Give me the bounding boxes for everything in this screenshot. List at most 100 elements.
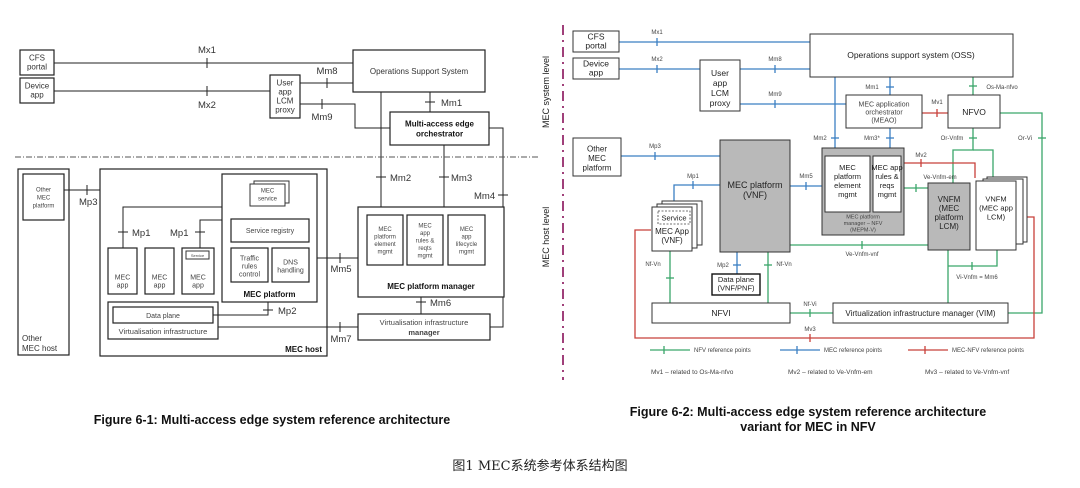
nf-vi-label: Nf-Vi xyxy=(803,302,816,308)
user-app-lcm-proxy-box xyxy=(269,74,301,119)
nf-vn-right-label: Nf-Vn xyxy=(776,262,791,268)
label-line: Multi-access edge xyxy=(405,120,474,129)
virtualisation-infrastructure-label: Virtualisation infrastructure xyxy=(119,327,208,336)
other-mec-platform-box xyxy=(22,173,65,221)
label-line: mgmt xyxy=(459,250,474,256)
label-line: rules & xyxy=(416,238,435,244)
dns-handling-box xyxy=(271,247,310,283)
label-line: app xyxy=(420,231,431,237)
mp2-label: Mp2 xyxy=(278,306,296,317)
mp1-link xyxy=(673,184,720,207)
label-line: mgmt xyxy=(838,190,858,199)
or-vnfm-link xyxy=(952,128,974,183)
mm9-label: Mm9 xyxy=(768,92,782,98)
label-line: mgmt xyxy=(878,190,898,199)
label-line: MEC xyxy=(460,227,474,233)
label-line: (VNF/PNF) xyxy=(717,283,755,292)
label-line: handling xyxy=(277,267,304,274)
or-vi-link xyxy=(1000,112,1043,314)
or-vi-label: Or-Vi xyxy=(1018,136,1032,142)
mp2-label: Mp2 xyxy=(717,263,729,269)
mm5-label: Mm5 xyxy=(799,174,813,180)
legend-mec-label: MEC reference points xyxy=(824,348,882,354)
figure-6-2-caption-line-2: variant for MEC in NFV xyxy=(740,420,876,434)
mx1-label: Mx1 xyxy=(198,45,216,56)
label-line: app xyxy=(461,235,472,241)
label-line: MEC App xyxy=(655,227,689,236)
label-line: platform xyxy=(935,213,964,222)
mepm-lifecycle-mgmt-box xyxy=(447,214,486,266)
mx2-label: Mx2 xyxy=(198,100,216,111)
label-line: reqs xyxy=(880,181,895,190)
label-line: app xyxy=(589,68,603,78)
label-line: MEC host xyxy=(22,344,58,353)
label-line: MEC xyxy=(588,154,606,163)
label-line: CFS xyxy=(29,54,45,63)
service-registry-box xyxy=(230,218,310,243)
mm3-label: Mm3* xyxy=(864,136,880,142)
mm2-label: Mm2 xyxy=(813,136,827,142)
label-line: MEC xyxy=(190,274,206,281)
label-line: app xyxy=(192,282,204,289)
service-box xyxy=(657,210,691,225)
mp1-right-link xyxy=(199,219,222,252)
vim-manager-label-1: Virtualisation infrastructure xyxy=(380,318,469,327)
legend-mec-nfv-label: MEC-NFV reference points xyxy=(952,348,1024,354)
mec-platform-vnf-box xyxy=(719,139,791,253)
mec-app-box xyxy=(144,247,175,295)
label-line: MEC xyxy=(152,274,168,281)
label-line: LCM xyxy=(277,97,294,106)
label-line: mgmt xyxy=(378,250,393,256)
label-line: rules xyxy=(242,263,258,270)
mp3-label: Mp3 xyxy=(649,144,661,150)
label-line: proxy xyxy=(275,106,295,115)
mec-host-label: MEC host xyxy=(285,345,322,354)
label-line: LCM) xyxy=(987,213,1006,222)
label-line: platform xyxy=(834,172,861,181)
mv1-label: Mv1 xyxy=(931,100,943,106)
mm4-label: Mm4 xyxy=(474,191,495,202)
mx1-label: Mx1 xyxy=(651,30,663,36)
label-line: portal xyxy=(27,63,47,72)
nfvo-label: NFVO xyxy=(962,107,986,117)
mp1-left-label: Mp1 xyxy=(132,228,150,239)
label-line: platform xyxy=(33,203,55,209)
label-line: Device xyxy=(25,82,50,91)
oss-box xyxy=(352,49,486,93)
label-line: (VNF) xyxy=(743,190,767,200)
label-line: portal xyxy=(585,41,606,51)
mv3-label: Mv3 xyxy=(804,327,816,333)
label-line: reqts xyxy=(418,246,431,252)
mv3-link xyxy=(634,216,1035,339)
label-line: LCM xyxy=(711,88,729,98)
oss-box xyxy=(809,33,1014,78)
label-line: CFS xyxy=(588,32,605,42)
label-line: app xyxy=(278,88,292,97)
data-plane-label: Data plane xyxy=(146,313,180,320)
mp1-right-label: Mp1 xyxy=(170,228,188,239)
mm9-label: Mm9 xyxy=(311,112,332,123)
mm1-label: Mm1 xyxy=(441,98,462,109)
mm3-label: Mm3 xyxy=(451,173,472,184)
nfvo-box xyxy=(947,94,1001,129)
label-line: (MEPM-V) xyxy=(850,227,876,233)
mm8-label: Mm8 xyxy=(768,57,782,63)
ve-vnfm-vnf-label: Ve-Vnfm-vnf xyxy=(845,252,878,258)
mm9-link xyxy=(300,103,390,129)
device-app-box xyxy=(19,77,55,104)
mec-platform-vnf-label: MEC platform(VNF) xyxy=(727,180,782,200)
label-line: (VNF) xyxy=(661,236,683,245)
vim-box xyxy=(832,302,1009,324)
vim-label: Virtualization infrastructure manager (V… xyxy=(845,309,995,318)
ve-vnfm-em-label: Ve-Vnfm-em xyxy=(923,175,956,181)
